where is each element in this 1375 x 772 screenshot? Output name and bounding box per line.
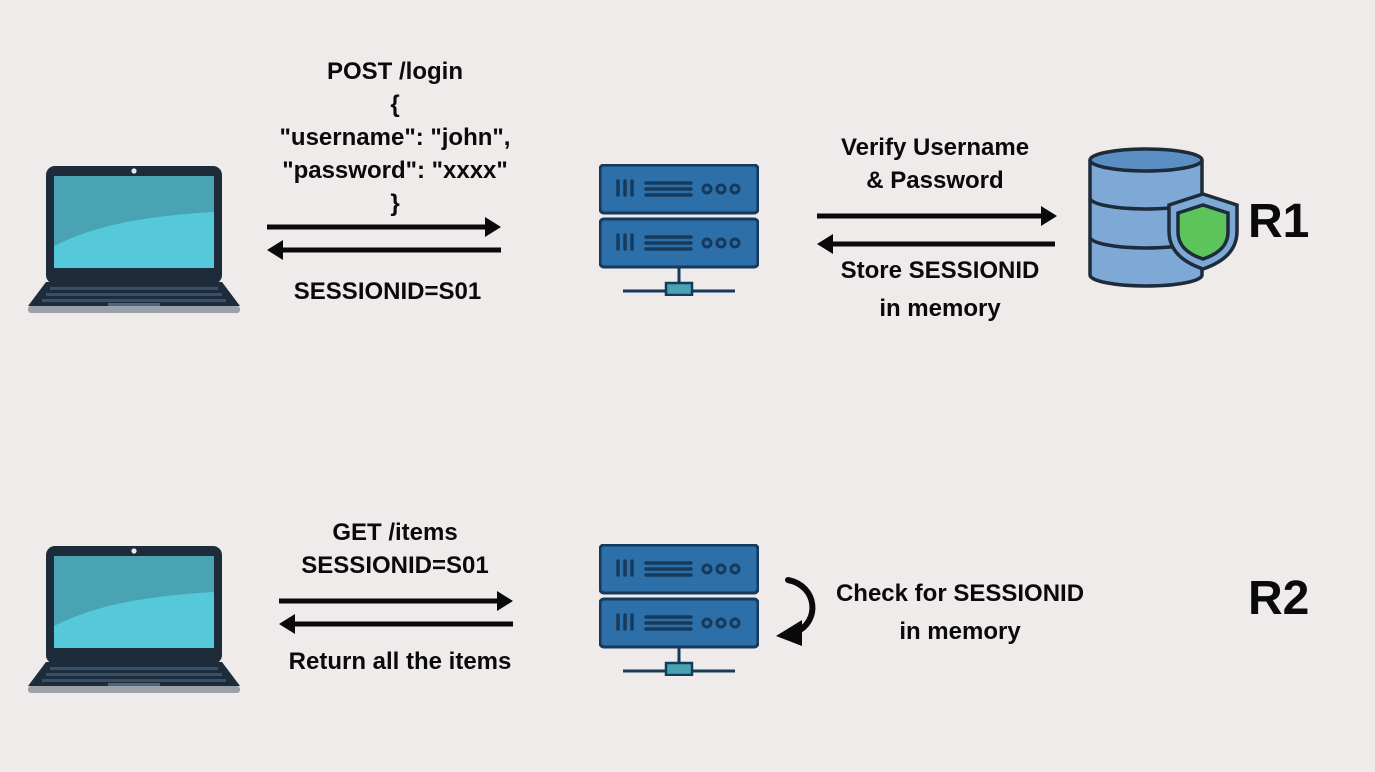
verify-line: Verify Username [840, 134, 1030, 161]
row-label-r1: R1 [1248, 195, 1310, 248]
request-line: { [390, 91, 400, 118]
arrow-left-icon [817, 234, 1055, 254]
check-line: in memory [899, 618, 1021, 645]
laptop-icon [28, 164, 240, 316]
check-line: Check for SESSIONID [835, 580, 1085, 607]
request-line: GET /items [332, 519, 458, 546]
request-line: "username": "john", [279, 124, 511, 151]
row-label-r2: R2 [1248, 572, 1310, 625]
curved-arrow-icon [776, 577, 816, 646]
request-line: SESSIONID=S01 [301, 552, 489, 579]
request-line: } [390, 190, 400, 217]
session-response-text: SESSIONID=S01 [293, 278, 482, 305]
verify-line: & Password [866, 167, 1004, 194]
database-shield-icon [1088, 147, 1239, 288]
arrow-right-icon [279, 591, 513, 611]
server-icon [599, 164, 759, 296]
store-session-text: Store SESSIONID in memory [815, 252, 1065, 328]
arrow-right-icon [817, 206, 1057, 226]
request-line: "password": "xxxx" [282, 157, 508, 184]
request-line: POST /login [327, 58, 463, 85]
verify-credentials-text: Verify Username & Password [810, 131, 1060, 197]
check-session-text: Check for SESSIONID in memory [815, 575, 1105, 651]
arrow-right-icon [267, 217, 501, 237]
store-line: Store SESSIONID [840, 257, 1040, 284]
items-request-text: GET /items SESSIONID=S01 [265, 516, 525, 582]
arrow-left-icon [267, 240, 501, 260]
laptop-icon [28, 544, 240, 696]
store-line: in memory [879, 295, 1001, 322]
login-request-text: POST /login { "username": "john", "passw… [255, 55, 535, 220]
arrow-left-icon [279, 614, 513, 634]
server-icon [599, 544, 759, 676]
items-response-text: Return all the items [288, 648, 512, 675]
